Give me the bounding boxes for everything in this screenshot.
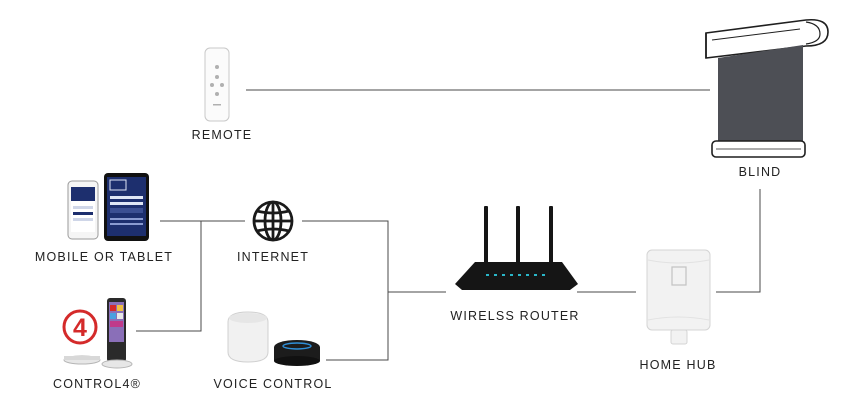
hub-to-blind-line (716, 189, 761, 293)
voice-speaker-icon (227, 311, 320, 366)
voice-control-label: VOICE CONTROL (213, 377, 333, 391)
blind-icon (705, 18, 829, 158)
home-hub-icon (646, 249, 711, 345)
voice-to-router-line (326, 292, 389, 361)
internet-to-router-line (302, 220, 446, 293)
router-icon (455, 206, 578, 290)
control4-connector-line (136, 221, 202, 332)
control4-label: CONTROL4® (52, 377, 142, 391)
control4-logo-text: 4 (73, 314, 87, 342)
remote-icon (204, 47, 230, 122)
control4-icon (62, 298, 133, 369)
router-label: WIRELSS ROUTER (450, 309, 580, 323)
mobile-tablet-label: MOBILE OR TABLET (34, 250, 174, 264)
connection-lines (136, 89, 761, 361)
globe-icon (252, 200, 294, 242)
blind-label: BLIND (738, 165, 782, 179)
remote-label: REMOTE (191, 128, 253, 142)
internet-label: INTERNET (236, 250, 310, 264)
home-hub-label: HOME HUB (639, 358, 717, 372)
mobile-tablet-icon (67, 173, 149, 241)
